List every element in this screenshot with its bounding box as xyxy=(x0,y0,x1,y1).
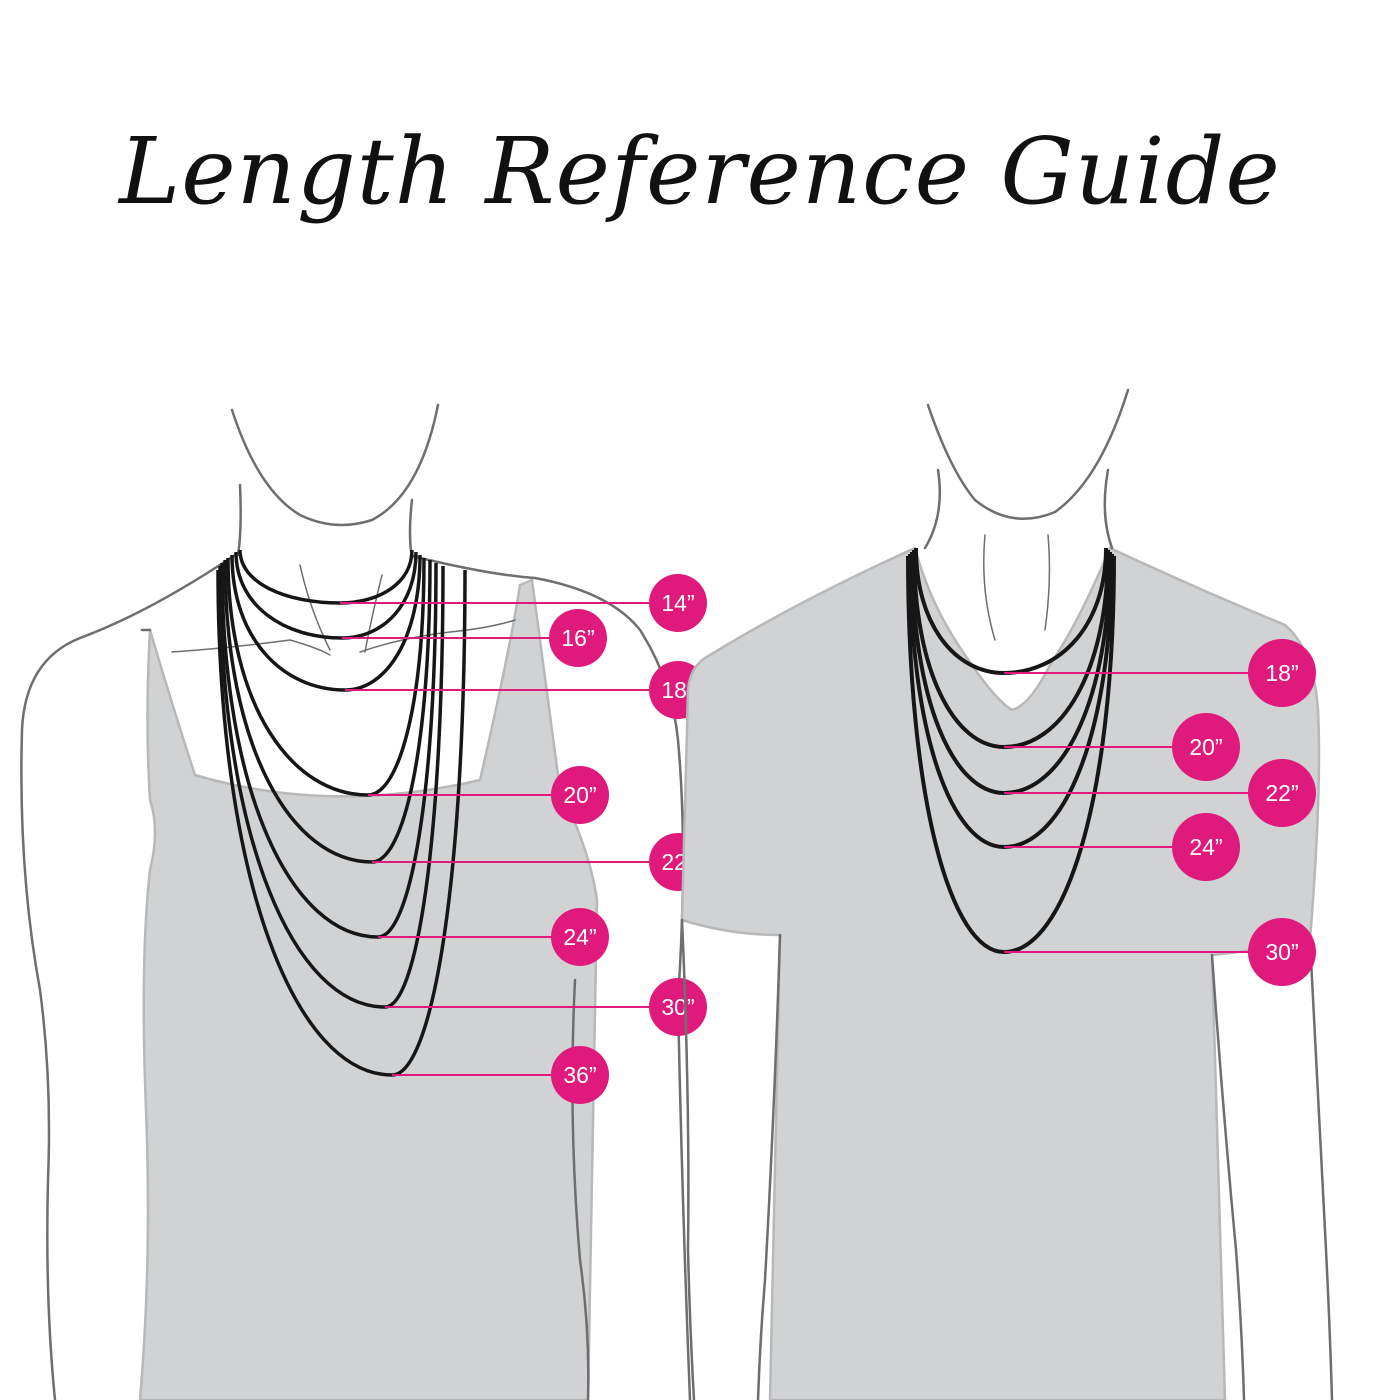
female-length-badge-1 xyxy=(649,574,707,632)
female-chain-3 xyxy=(230,554,422,692)
page-title: Length Reference Guide xyxy=(119,118,1281,225)
male-length-badge-1 xyxy=(1248,639,1316,707)
male-length-label-2: 20” xyxy=(1189,734,1222,760)
female-chain-1 xyxy=(238,549,414,605)
female-throat-line-2 xyxy=(364,574,383,653)
male-left-inner-arm xyxy=(756,933,782,1400)
female-chain-6 xyxy=(220,562,438,939)
male-length-badge-4 xyxy=(1172,813,1240,881)
female-length-label-6: 24” xyxy=(563,924,596,950)
male-length-label-5: 30” xyxy=(1265,939,1298,965)
male-figure xyxy=(680,388,1334,1400)
male-neck-left xyxy=(923,468,942,550)
male-throat-line-2 xyxy=(1044,534,1051,631)
female-length-label-2: 16” xyxy=(561,625,594,651)
female-figure xyxy=(20,403,692,1400)
female-neck-left xyxy=(236,483,242,557)
female-chains xyxy=(216,549,467,1077)
female-collarbone-right xyxy=(359,619,516,653)
female-neck-right xyxy=(408,498,414,560)
female-right-shoulder-arm xyxy=(410,554,692,1400)
female-length-badge-8 xyxy=(551,1046,609,1104)
female-chain-8 xyxy=(216,569,467,1077)
male-neck-right xyxy=(1103,468,1114,550)
male-chin xyxy=(926,388,1130,520)
male-left-arm xyxy=(680,918,696,1400)
male-right-arm xyxy=(1308,938,1334,1400)
female-chain-4 xyxy=(226,557,426,797)
female-collarbone-left xyxy=(171,639,331,656)
male-length-badge-2 xyxy=(1172,713,1240,781)
male-length-badge-5 xyxy=(1248,918,1316,986)
male-throat-line xyxy=(983,534,996,641)
female-camisole xyxy=(138,578,599,1400)
male-length-badge-3 xyxy=(1248,759,1316,827)
female-left-shoulder-arm xyxy=(20,553,237,1400)
male-length-label-4: 24” xyxy=(1189,834,1222,860)
female-chain-2 xyxy=(234,551,418,640)
male-right-inner-arm xyxy=(1210,953,1246,1400)
male-length-markers: 18” 20” 22” 24” 30” xyxy=(1004,639,1316,986)
female-length-label-7: 30” xyxy=(661,994,694,1020)
female-length-label-1: 14” xyxy=(661,590,694,616)
female-length-label-8: 36” xyxy=(563,1062,596,1088)
male-tshirt xyxy=(680,546,1321,1400)
female-chain-5 xyxy=(223,559,432,864)
female-length-badge-2 xyxy=(549,609,607,667)
female-length-badge-4 xyxy=(551,766,609,824)
male-length-label-3: 22” xyxy=(1265,780,1298,806)
female-chain-7 xyxy=(218,565,445,1009)
female-chin xyxy=(230,403,440,527)
female-length-badge-6 xyxy=(551,908,609,966)
male-length-label-1: 18” xyxy=(1265,660,1298,686)
female-length-badge-7 xyxy=(649,978,707,1036)
female-throat-line xyxy=(299,564,331,651)
female-length-label-4: 20” xyxy=(563,782,596,808)
